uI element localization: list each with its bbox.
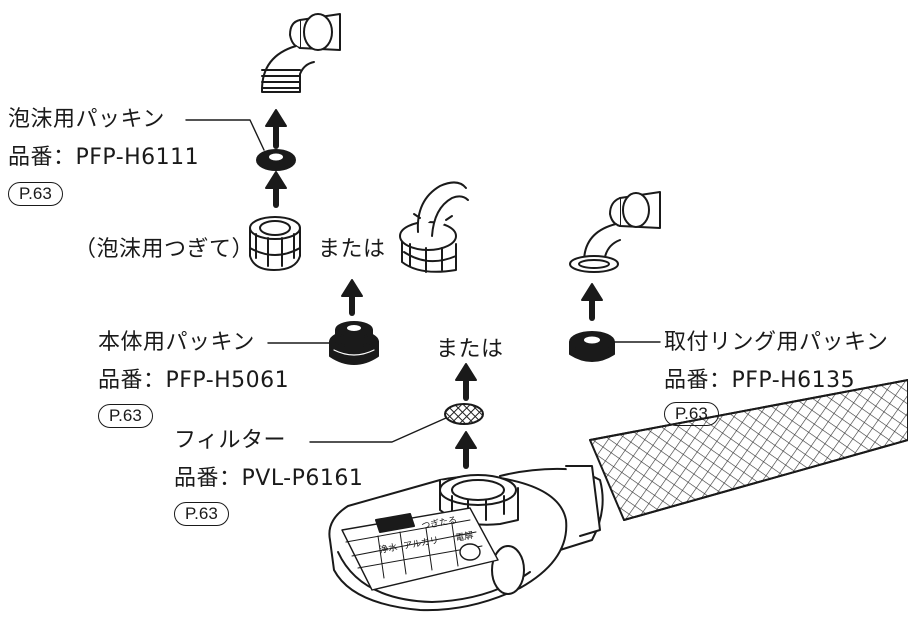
filter-page-ref[interactable]: P.63	[174, 502, 229, 526]
foam-joint-label: （泡沫用つぎて）	[74, 237, 255, 262]
body-packing-icon	[329, 321, 379, 365]
ring-packing-icon	[569, 331, 615, 362]
arrow-up-icon	[265, 171, 287, 208]
panel-label-water: 浄水	[378, 541, 398, 556]
foam-packing-name: 泡沫用パッキン	[8, 107, 165, 132]
arrow-up-icon	[341, 279, 363, 316]
or-text: または	[436, 337, 504, 362]
arrow-up-icon	[455, 431, 477, 469]
ring-packing-page-ref[interactable]: P.63	[664, 402, 719, 426]
filter-part-number: 品番：PVL-P6161	[174, 466, 364, 491]
arrow-up-icon	[581, 283, 603, 321]
filter-name: フィルター	[174, 428, 287, 453]
or-text: または	[318, 237, 386, 262]
arrow-up-icon	[455, 363, 477, 401]
foam-packing-page-ref[interactable]: P.63	[8, 182, 63, 206]
filter-mesh-icon	[444, 403, 484, 425]
ring-packing-name: 取付リング用パッキン	[664, 330, 889, 355]
foam-packing-icon	[256, 149, 296, 171]
body-packing-part-number: 品番：PFP-H5061	[98, 368, 290, 393]
faucet-elbow-top-icon	[261, 13, 341, 93]
foam-packing-part-number: 品番：PFP-H6111	[8, 145, 200, 170]
faucet-elbow-right-icon	[569, 191, 661, 273]
arrow-up-icon	[265, 109, 287, 149]
hose-nut-icon	[399, 181, 469, 273]
water-purifier-unit-icon	[328, 379, 908, 612]
body-packing-name: 本体用パッキン	[98, 330, 255, 355]
ring-packing-part-number: 品番：PFP-H6135	[664, 368, 856, 393]
panel-label-denkai: 電解	[454, 529, 474, 544]
foam-joint-icon	[249, 216, 301, 271]
body-packing-page-ref[interactable]: P.63	[98, 404, 153, 428]
